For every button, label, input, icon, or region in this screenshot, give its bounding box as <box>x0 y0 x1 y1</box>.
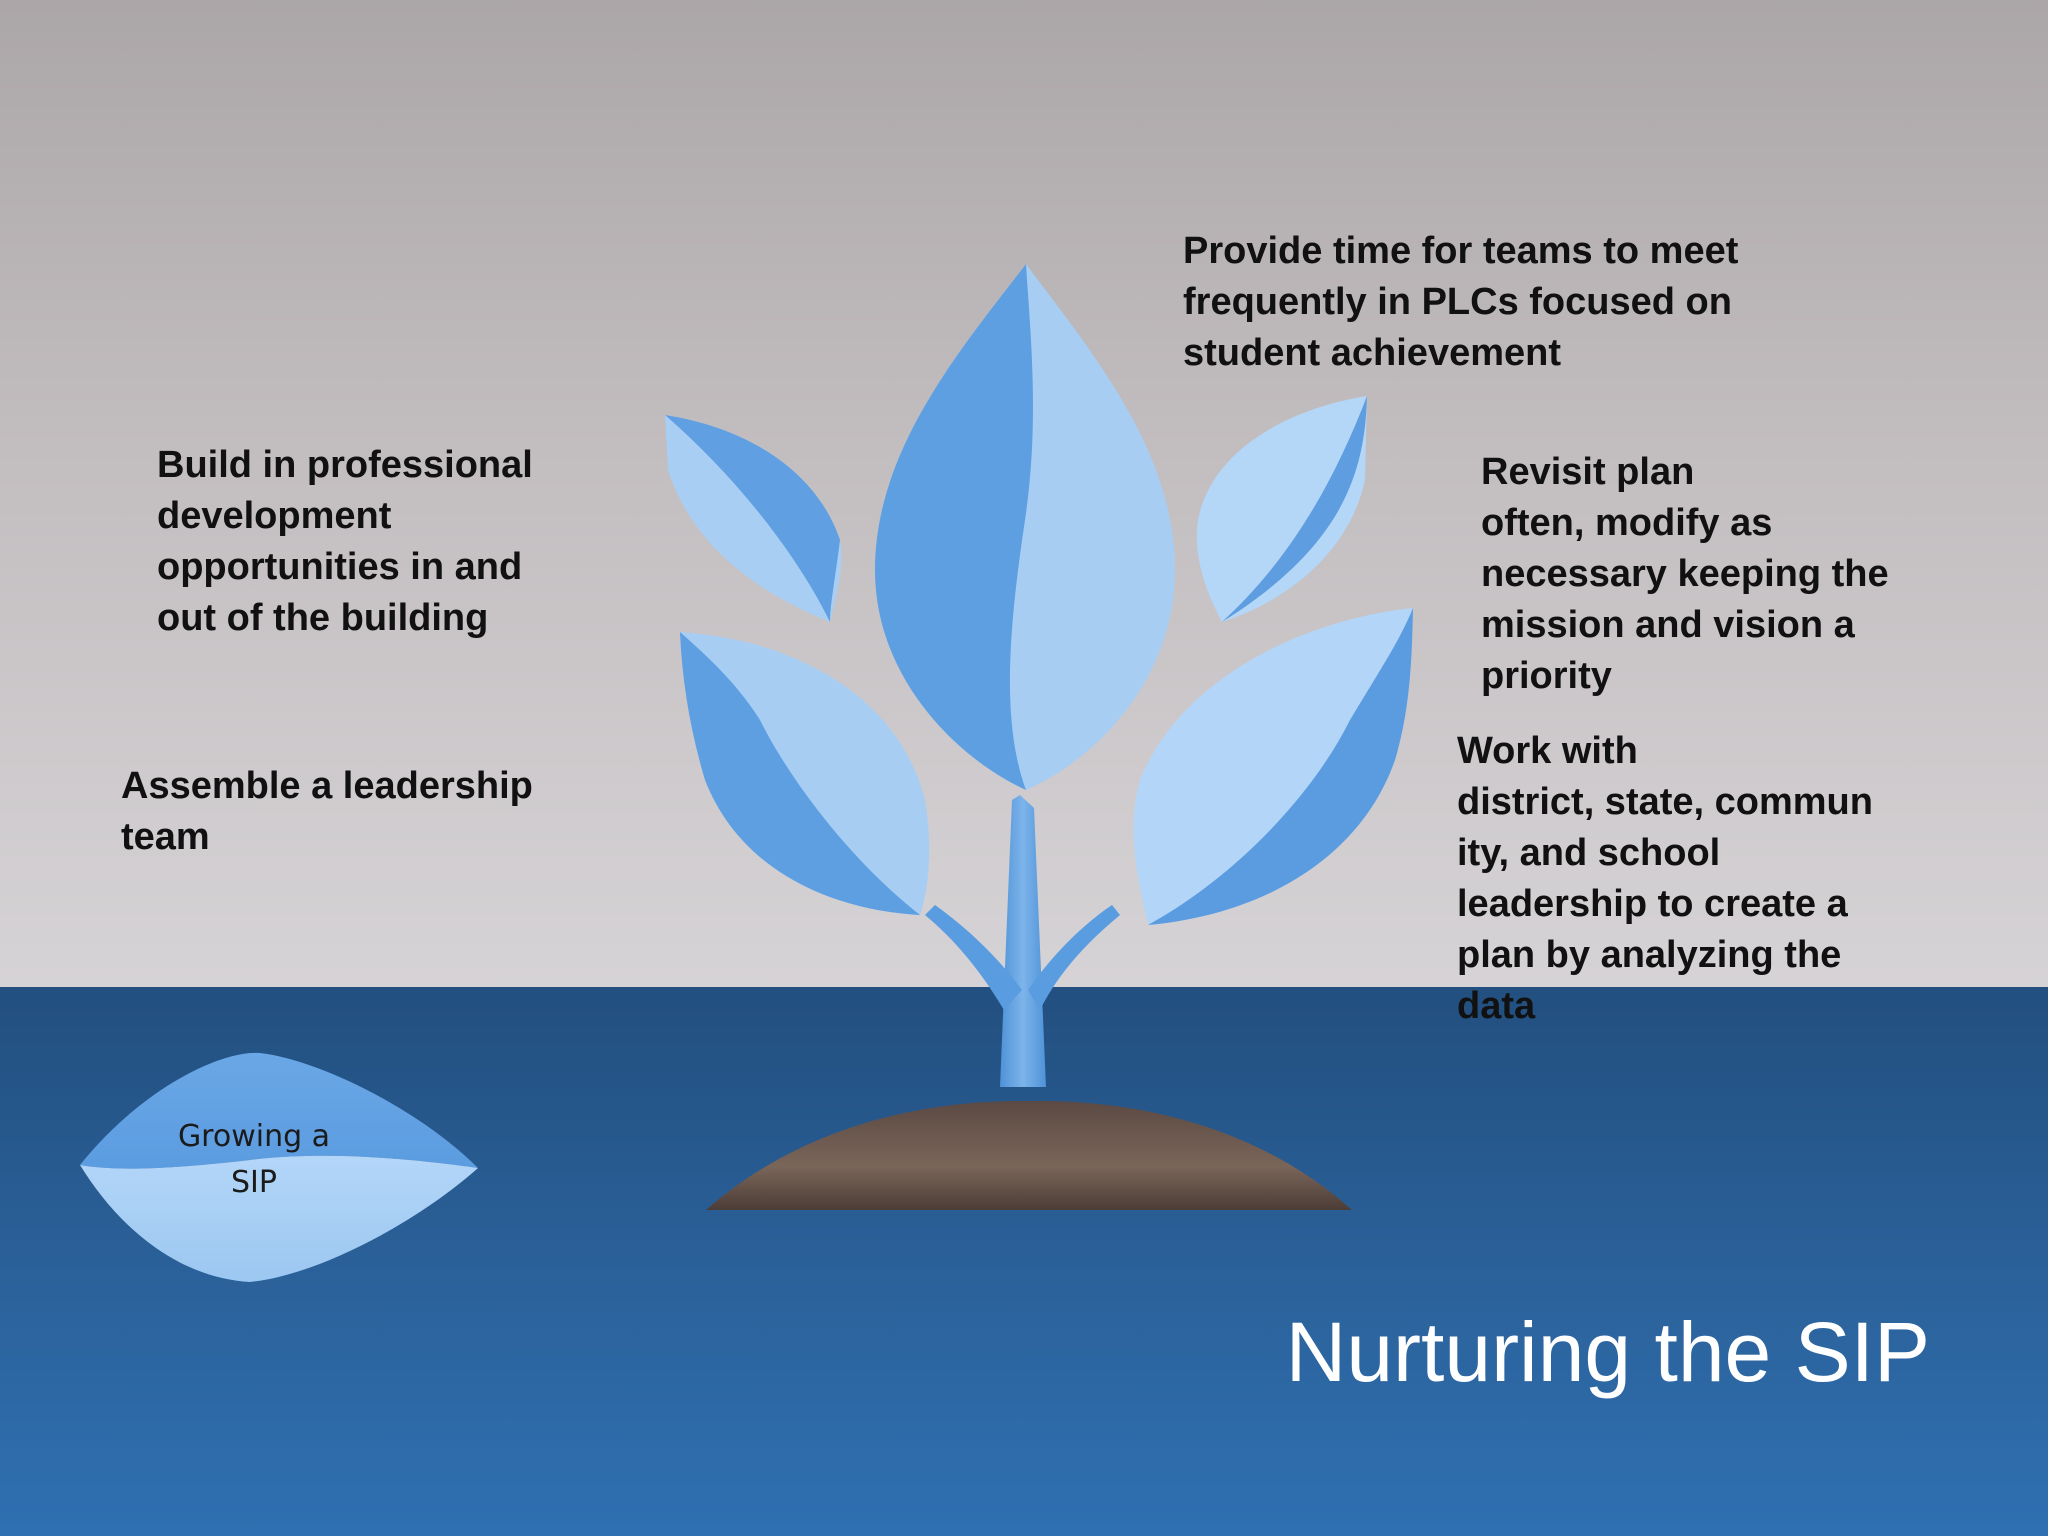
callout-work-with: Work with district, state, commun ity, a… <box>1457 730 1873 1027</box>
slide-title: Nurturing the SIP <box>1285 1305 1930 1399</box>
leaf-upper-left <box>665 415 842 622</box>
badge-label: Growing a SIP <box>177 1119 331 1200</box>
badge-leaf-shape <box>80 1052 478 1282</box>
plant-stem <box>925 795 1120 1087</box>
callout-leadership-team: Assemble a leadership team <box>121 765 533 858</box>
callout-revisit-plan: Revisit plan often, modify as necessary … <box>1481 451 1889 697</box>
leaf-upper-right <box>1196 396 1367 622</box>
callout-professional-development: Build in professional development opport… <box>157 444 533 639</box>
leaf-center <box>875 264 1175 790</box>
soil-mound <box>706 1100 1352 1210</box>
leaf-lower-right <box>1133 608 1413 925</box>
leaf-lower-left <box>680 632 930 915</box>
callout-plc-time: Provide time for teams to meet frequentl… <box>1183 230 1739 374</box>
